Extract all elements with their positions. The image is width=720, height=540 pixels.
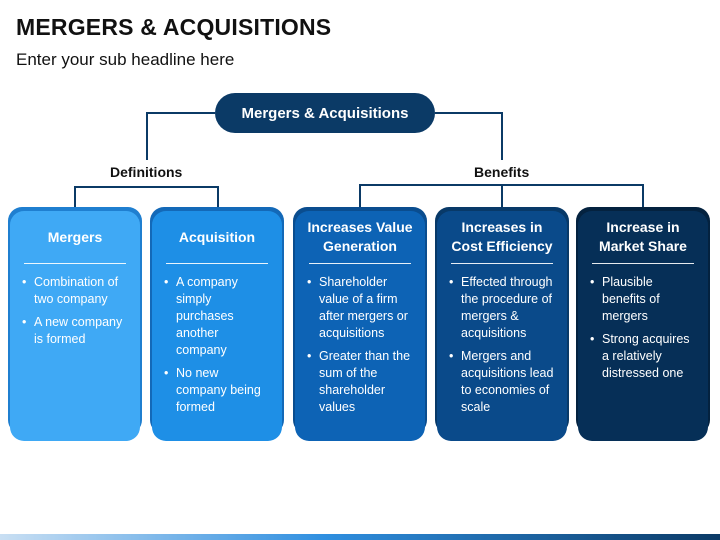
card-title: Increases in Cost Efficiency xyxy=(451,219,553,254)
card-divider xyxy=(166,263,268,264)
card-cost-efficiency: Increases in Cost Efficiency Effected th… xyxy=(437,211,567,441)
connector-root-definitions xyxy=(146,112,215,160)
card-bullet: Mergers and acquisitions lead to economi… xyxy=(447,348,557,416)
card-divider xyxy=(592,263,694,264)
card-bullet: Greater than the sum of the shareholder … xyxy=(305,348,415,416)
card-acquisition: Acquisition A company simply purchases a… xyxy=(152,211,282,441)
card-bullet: A company simply purchases another compa… xyxy=(162,274,272,359)
card-bullet-list: Shareholder value of a firm after merger… xyxy=(305,274,415,416)
group-label-benefits: Benefits xyxy=(474,164,530,180)
card-bullet: A new company is formed xyxy=(20,314,130,348)
card-value-generation: Increases Value Generation Shareholder v… xyxy=(295,211,425,441)
card-divider xyxy=(309,263,411,264)
page-subtitle: Enter your sub headline here xyxy=(16,50,235,69)
card-bullet: Shareholder value of a firm after merger… xyxy=(305,274,415,342)
card-mergers: Mergers Combination of two company A new… xyxy=(10,211,140,441)
card-title: Increases Value Generation xyxy=(307,219,413,254)
root-node: Mergers & Acquisitions xyxy=(215,93,435,133)
card-bullet: Strong acquires a relatively distressed … xyxy=(588,331,698,382)
footer-gradient-bar xyxy=(0,534,720,540)
card-divider xyxy=(24,263,126,264)
card-title: Acquisition xyxy=(178,228,256,245)
card-market-share: Increase in Market Share Plausible benef… xyxy=(578,211,708,441)
card-bullet-list: A company simply purchases another compa… xyxy=(162,274,272,416)
card-title: Mergers xyxy=(47,228,103,245)
group-label-definitions: Definitions xyxy=(110,164,183,180)
card-bullet-list: Effected through the procedure of merger… xyxy=(447,274,557,416)
page-title: MERGERS & ACQUISITIONS xyxy=(16,14,332,40)
connector-definitions-bracket xyxy=(74,186,219,207)
card-bullet-list: Combination of two company A new company… xyxy=(20,274,130,348)
card-divider xyxy=(451,263,553,264)
card-bullet: Plausible benefits of mergers xyxy=(588,274,698,325)
card-bullet-list: Plausible benefits of mergers Strong acq… xyxy=(588,274,698,382)
connector-root-benefits xyxy=(435,112,503,160)
card-bullet: Combination of two company xyxy=(20,274,130,308)
card-bullet: No new company being formed xyxy=(162,365,272,416)
card-bullet: Effected through the procedure of merger… xyxy=(447,274,557,342)
card-title: Increase in Market Share xyxy=(599,219,687,254)
